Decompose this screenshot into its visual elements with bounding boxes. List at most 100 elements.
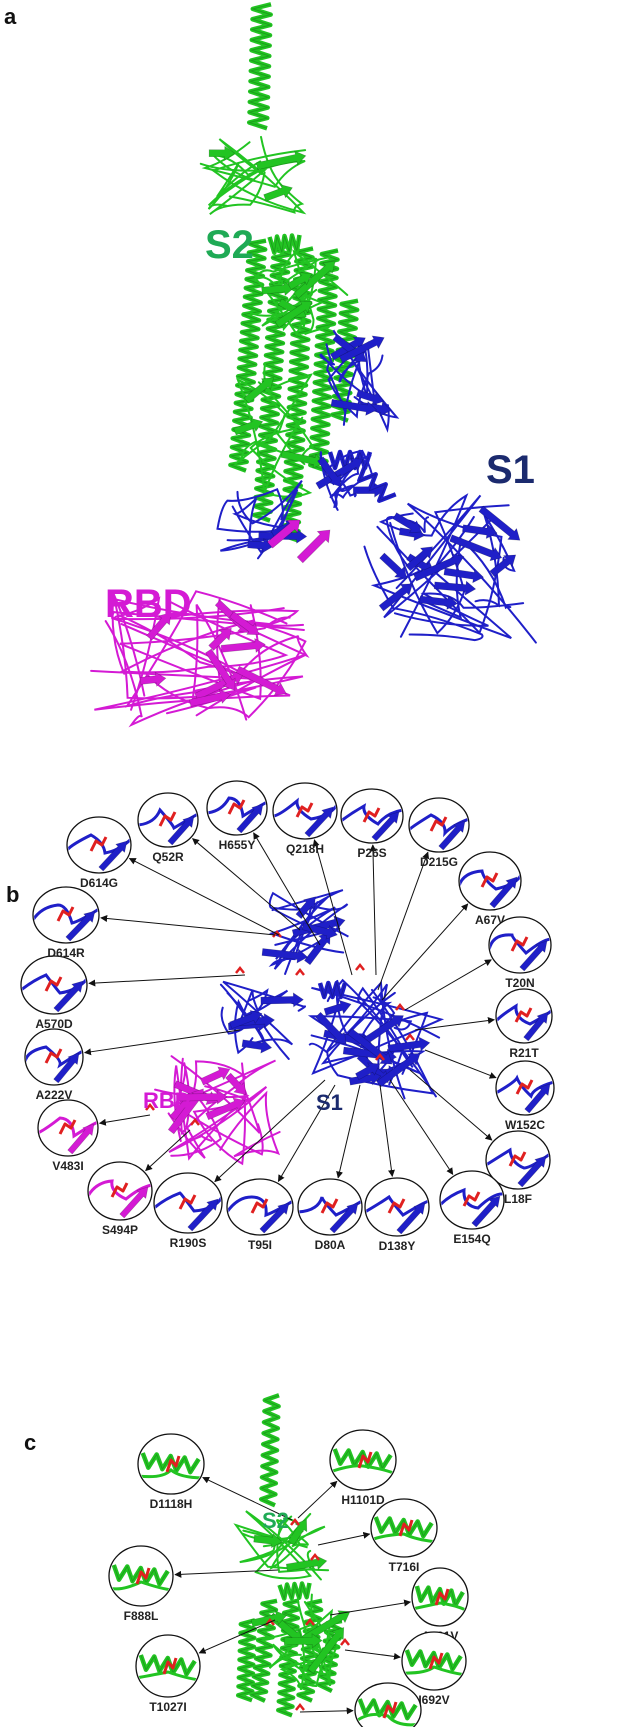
panel-a-letter: a	[4, 4, 17, 29]
arrow-p26s	[369, 844, 377, 976]
mutation-inset-q52r: Q52R	[137, 792, 199, 864]
mutation-label: D614R	[47, 946, 85, 960]
mutation-label: T95I	[248, 1238, 272, 1252]
mutation-label: A67V	[475, 913, 505, 927]
panel-c-mutation-insets: D1118H H1101DT716IA701V I692VS982F F888L T10…	[108, 1429, 469, 1727]
mutation-label: E154Q	[453, 1232, 490, 1246]
arrow-a570d	[88, 974, 246, 987]
arrow-a701v	[329, 1599, 412, 1616]
mutation-label: I692V	[418, 1693, 449, 1707]
arrow-r21t	[414, 1017, 495, 1031]
mutation-inset-s494p: S494P	[87, 1161, 153, 1237]
panel-b-mutation-insets: D614G Q52R H655Y Q218H P26S D215G A67V T20N R21T…	[20, 780, 555, 1253]
mutation-label: R21T	[509, 1046, 539, 1060]
arrow-h655y	[253, 832, 321, 946]
arrow-d614r	[100, 914, 276, 936]
panel-b: b D614G Q52R H655Y Q218H P26S D215G A67V T20N R2…	[6, 780, 555, 1253]
arrow-a222v	[83, 1029, 241, 1056]
arrow-q52r	[192, 838, 301, 931]
panel-a-protein-structure	[90, 2, 537, 728]
panel-b-letter: b	[6, 882, 19, 907]
mutation-label: A570D	[35, 1017, 73, 1031]
panel-a: a S2 S1 RBD	[4, 2, 537, 728]
mutation-label: Q52R	[152, 850, 184, 864]
arrow-r190s	[214, 1079, 326, 1183]
mutation-inset-a222v: A222V	[24, 1028, 84, 1102]
arrow-e154q	[389, 1079, 454, 1175]
mutation-label: F888L	[124, 1609, 159, 1623]
arrow-d614g	[128, 857, 280, 936]
s1-domain-label: S1	[486, 448, 535, 492]
mutation-label: T20N	[505, 976, 534, 990]
mutation-inset-t95i: T95I	[226, 1178, 294, 1252]
panel-b-protein-structure	[145, 889, 445, 1166]
panel-b-arrows	[83, 832, 497, 1183]
mutation-inset-w152c: W152C	[495, 1060, 555, 1132]
mutation-inset-p26s: P26S	[340, 788, 404, 860]
arrow-i692v	[344, 1649, 401, 1660]
mutation-inset-r190s: R190S	[153, 1172, 223, 1250]
mutation-inset-d80a: D80A	[297, 1178, 363, 1252]
arrow-t20n	[404, 959, 492, 1011]
mutation-label: R190S	[170, 1236, 207, 1250]
mutation-label: H655Y	[219, 838, 256, 852]
mutation-inset-d215g: D215G	[408, 797, 470, 869]
mutation-inset-t1027i: T1027I	[135, 1634, 201, 1714]
mutation-label: A222V	[36, 1088, 73, 1102]
mutation-inset-d614r: D614R	[32, 886, 100, 960]
mutation-label: D215G	[420, 855, 458, 869]
arrow-v483i	[98, 1114, 151, 1126]
mutation-label: D614G	[80, 876, 118, 890]
mutation-label: Q218H	[286, 842, 324, 856]
mutation-label: P26S	[357, 846, 386, 860]
panel-b-s1-label: S1	[316, 1090, 343, 1115]
arrow-w152c	[424, 1049, 497, 1079]
arrow-q218h	[312, 839, 353, 976]
mutation-label: V483I	[52, 1159, 83, 1173]
mutation-inset-l18f: L18F	[485, 1130, 551, 1206]
mutation-label: D138Y	[379, 1239, 416, 1253]
arrow-h1101d	[297, 1480, 338, 1519]
panel-b-rbd-label: RBD	[143, 1088, 191, 1113]
arrow-d215g	[377, 851, 430, 991]
mutation-label: W152C	[505, 1118, 545, 1132]
mutation-label: S494P	[102, 1223, 138, 1237]
panel-c-arrows	[174, 1476, 412, 1715]
panel-c-protein-structure	[233, 1393, 351, 1718]
s2-domain-label: S2	[205, 223, 254, 267]
mutation-inset-h1101d: H1101D	[329, 1429, 397, 1507]
panel-c-s2-label: S2	[262, 1508, 289, 1533]
arrow-f888l	[174, 1569, 279, 1578]
panel-c: c D1118H H1101DT716IA701V I692VS982F F888L T…	[24, 1393, 469, 1727]
arrow-t95i	[277, 1084, 336, 1183]
arrow-a67v	[381, 903, 469, 1001]
arrow-d138y	[379, 1084, 395, 1177]
mutation-inset-d614g: D614G	[66, 816, 132, 890]
mutation-inset-t716i: T716I	[370, 1498, 438, 1574]
arrow-d80a	[336, 1084, 361, 1179]
mutation-label: D80A	[315, 1238, 346, 1252]
mutation-label: T1027I	[149, 1700, 186, 1714]
mutation-inset-s982f: S982F	[354, 1682, 422, 1727]
panel-c-letter: c	[24, 1430, 36, 1455]
mutation-label: D1118H	[150, 1497, 193, 1511]
mutation-inset-f888l: F888L	[108, 1545, 174, 1623]
mutation-inset-a701v: A701V	[411, 1567, 469, 1643]
mutation-label: L18F	[504, 1192, 532, 1206]
mutation-inset-a570d: A570D	[20, 955, 88, 1031]
arrow-l18f	[409, 1069, 493, 1141]
mutation-inset-r21t: R21T	[495, 988, 553, 1060]
arrow-s494p	[145, 1129, 191, 1172]
mutation-inset-t20n: T20N	[488, 916, 552, 990]
mutation-inset-a67v: A67V	[458, 851, 522, 927]
arrow-t716i	[317, 1531, 371, 1546]
arrow-d1118h	[202, 1476, 293, 1521]
arrow-t1027i	[198, 1619, 276, 1654]
mutation-inset-h655y: H655Y	[206, 780, 268, 852]
mutation-inset-d1118h: D1118H	[137, 1433, 205, 1511]
mutation-label: H1101D	[341, 1493, 385, 1507]
mutation-inset-e154q: E154Q	[439, 1170, 505, 1246]
mutation-inset-v483i: V483I	[37, 1099, 99, 1173]
mutation-inset-q218h: Q218H	[272, 782, 338, 856]
